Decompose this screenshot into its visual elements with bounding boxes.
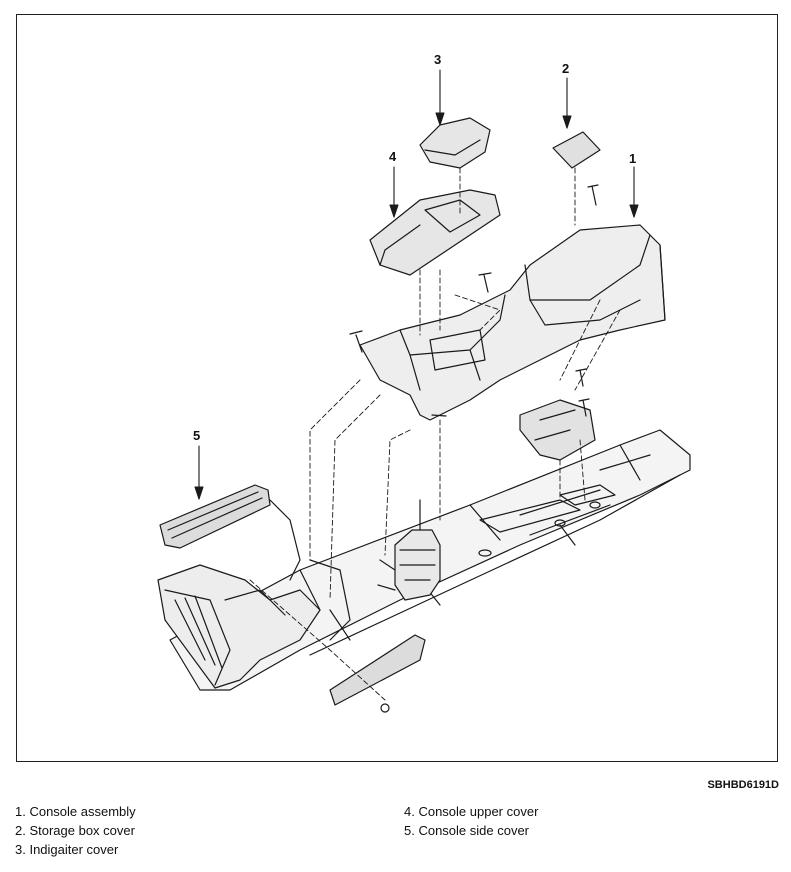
console-side-cover-part [159, 484, 271, 549]
figure-code: SBHBD6191D [707, 779, 779, 791]
callout-3: 3 [434, 52, 442, 67]
legend-item-3: 3. Indigaiter cover [15, 842, 119, 857]
legend-item-1: 1. Console assembly [15, 804, 136, 819]
legend-right: 4. Console upper cover 5. Console side c… [404, 802, 538, 840]
screws [349, 184, 599, 417]
indigaiter-cover-part [419, 117, 491, 169]
callout-1: 1 [629, 151, 637, 166]
legend-left: 1. Console assembly 2. Storage box cover… [15, 802, 136, 859]
storage-box-cover-part [552, 131, 601, 169]
callout-4: 4 [389, 149, 397, 164]
lower-trim-strip [329, 634, 426, 713]
shift-lever-assembly [377, 499, 441, 601]
console-upper-cover-part [369, 189, 501, 276]
callout-5: 5 [193, 428, 201, 443]
callout-2: 2 [562, 61, 570, 76]
callout-arrows [194, 69, 639, 500]
assembly-lines [249, 167, 621, 701]
rear-bracket [519, 399, 596, 461]
rear-console-housing [157, 499, 351, 689]
legend-item-5: 5. Console side cover [404, 823, 530, 838]
legend-item-4: 4. Console upper cover [404, 804, 539, 819]
legend-item-2: 2. Storage box cover [15, 823, 135, 838]
diagram-frame [16, 14, 778, 762]
